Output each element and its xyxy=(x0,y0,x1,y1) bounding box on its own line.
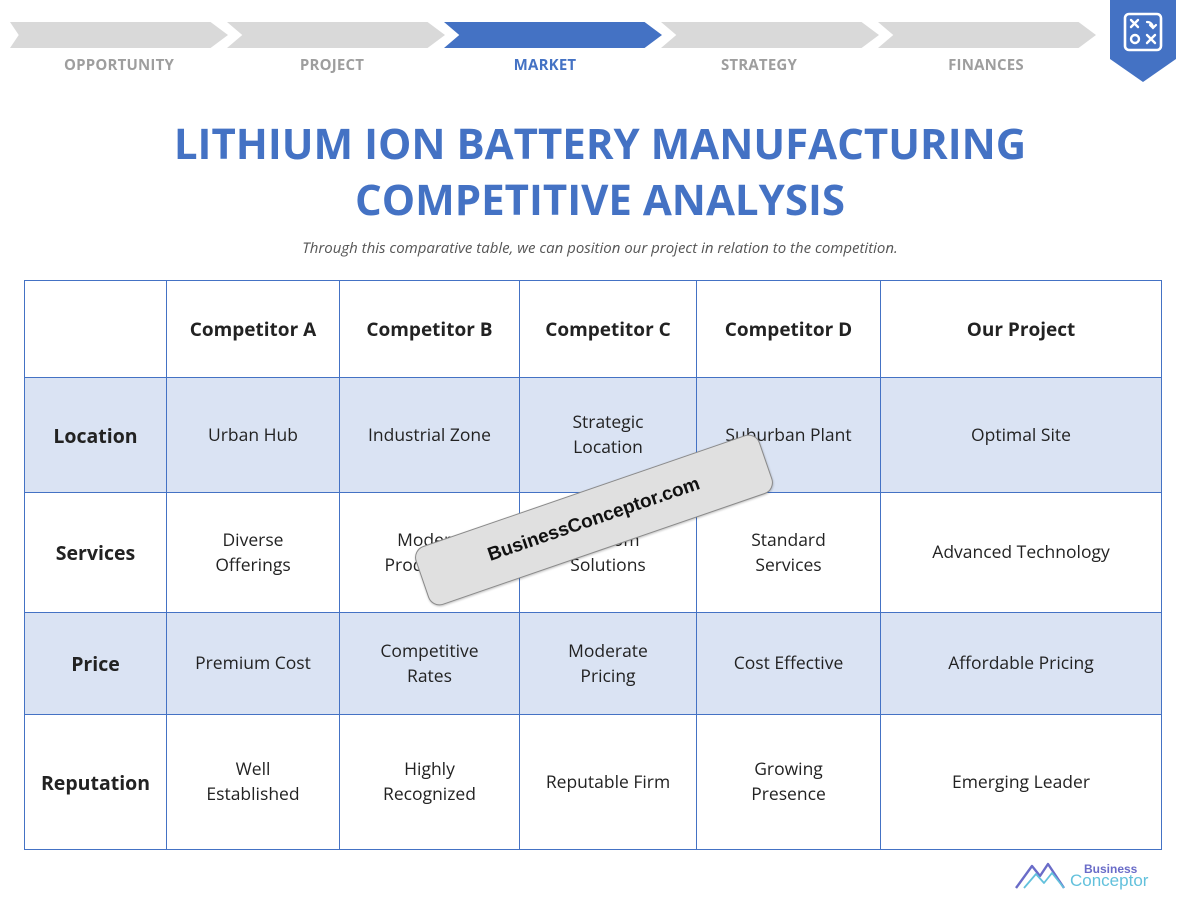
step-label-finances[interactable]: FINANCES xyxy=(948,55,1024,75)
table-header-row: Competitor A Competitor B Competitor C C… xyxy=(24,280,1162,378)
row-label: Reputation xyxy=(24,714,167,850)
step-label-project[interactable]: PROJECT xyxy=(299,55,365,75)
step-chevron-opportunity[interactable] xyxy=(10,22,228,48)
table-cell: Reputable Firm xyxy=(519,714,697,850)
row-label: Services xyxy=(24,492,167,613)
header-our-project: Our Project xyxy=(880,280,1162,378)
page-subtitle: Through this comparative table, we can p… xyxy=(302,238,898,258)
table-cell: Affordable Pricing xyxy=(880,612,1162,715)
step-chevron-project[interactable] xyxy=(227,22,445,48)
header-competitor-c: Competitor C xyxy=(519,280,697,378)
step-chevron-strategy[interactable] xyxy=(661,22,879,48)
header-competitor-a: Competitor A xyxy=(166,280,340,378)
step-label-market[interactable]: MARKET xyxy=(513,55,577,75)
table-row-location: Location Urban Hub Industrial Zone Strat… xyxy=(24,377,1162,493)
table-cell: Diverse Offerings xyxy=(166,492,340,613)
table-row-price: Price Premium Cost Competitive Rates Mod… xyxy=(24,612,1162,715)
page-title-line1: LITHIUM ION BATTERY MANUFACTURING xyxy=(173,115,1027,172)
table-cell: Premium Cost xyxy=(166,612,340,715)
section-badge xyxy=(1110,0,1176,82)
table-row-reputation: Reputation Well Established Highly Recog… xyxy=(24,714,1162,850)
table-cell: Optimal Site xyxy=(880,377,1162,493)
step-navigation xyxy=(10,22,1100,48)
competitive-analysis-table: Competitor A Competitor B Competitor C C… xyxy=(24,280,1162,850)
table-cell: Competitive Rates xyxy=(339,612,520,715)
table-cell: Cost Effective xyxy=(696,612,881,715)
header-competitor-d: Competitor D xyxy=(696,280,881,378)
step-chevron-market[interactable] xyxy=(444,22,662,48)
table-cell: Emerging Leader xyxy=(880,714,1162,850)
step-label-opportunity[interactable]: OPPORTUNITY xyxy=(63,55,175,75)
business-conceptor-logo: Business Conceptor xyxy=(1014,858,1174,894)
table-cell: Standard Services xyxy=(696,492,881,613)
header-competitor-b: Competitor B xyxy=(339,280,520,378)
page-title-line2: COMPETITIVE ANALYSIS xyxy=(354,171,846,228)
table-cell: Highly Recognized xyxy=(339,714,520,850)
logo-text-top: Business xyxy=(1084,862,1138,876)
page-title: LITHIUM ION BATTERY MANUFACTURING COMPET… xyxy=(0,116,1200,228)
step-label-strategy[interactable]: STRATEGY xyxy=(720,55,798,75)
table-cell: Urban Hub xyxy=(166,377,340,493)
strategy-board-icon xyxy=(1123,12,1163,52)
table-cell: Industrial Zone xyxy=(339,377,520,493)
step-chevron-finances[interactable] xyxy=(878,22,1096,48)
table-cell: Growing Presence xyxy=(696,714,881,850)
header-corner xyxy=(24,280,167,378)
mountain-logo-icon xyxy=(1015,862,1065,889)
table-cell: Moderate Pricing xyxy=(519,612,697,715)
table-cell: Advanced Technology xyxy=(880,492,1162,613)
row-label: Price xyxy=(24,612,167,715)
table-cell: Well Established xyxy=(166,714,340,850)
row-label: Location xyxy=(24,377,167,493)
logo-text-bottom: Conceptor xyxy=(1070,871,1149,890)
